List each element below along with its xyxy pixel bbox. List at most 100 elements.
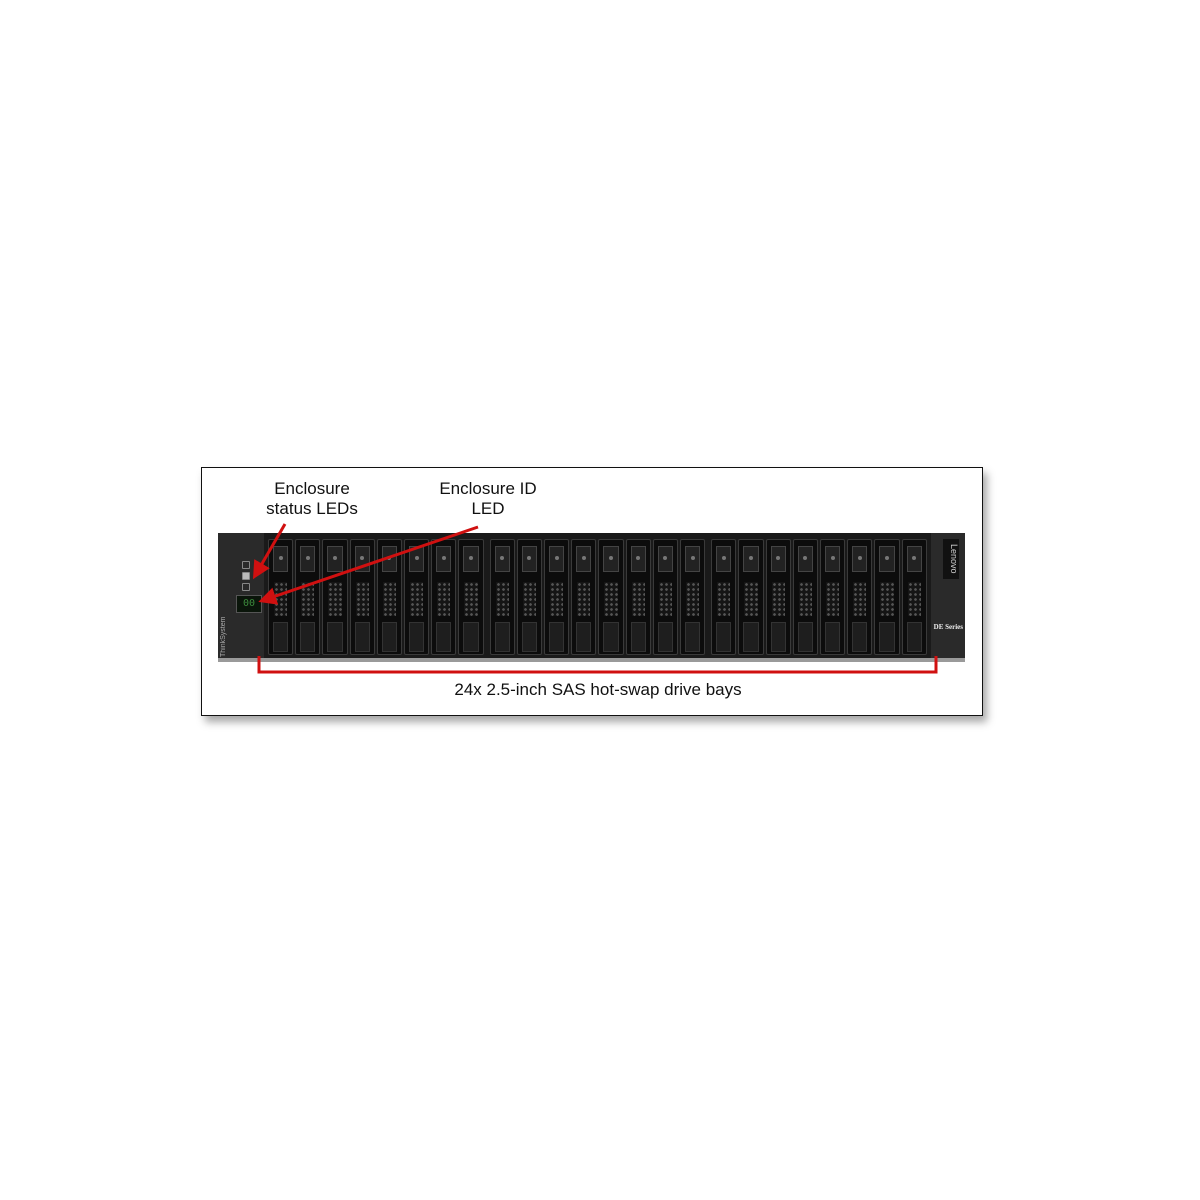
drive-bay	[874, 539, 900, 655]
drive-latch	[436, 546, 452, 572]
drive-handle	[685, 622, 701, 652]
drive-latch	[825, 546, 841, 572]
drive-handle	[906, 622, 922, 652]
drive-handle	[630, 622, 646, 652]
drive-bay	[738, 539, 764, 655]
storage-enclosure: 00 ThinkSystem Lenovo DE Series	[218, 533, 965, 662]
drive-vent	[631, 582, 645, 616]
drive-latch	[576, 546, 592, 572]
drive-latch	[521, 546, 538, 572]
drive-handle	[797, 622, 814, 652]
drive-vent	[658, 582, 673, 616]
led	[242, 572, 250, 580]
series-label: DE Series	[933, 623, 963, 631]
right-ear: Lenovo DE Series	[931, 533, 965, 658]
drive-vent	[495, 582, 509, 616]
lenovo-logo: Lenovo	[943, 539, 959, 579]
drive-bay	[680, 539, 706, 655]
drive-latch	[300, 546, 316, 572]
drive-latch	[716, 546, 732, 572]
drive-vent	[550, 582, 564, 616]
drive-vent	[604, 582, 618, 616]
status-leds	[242, 561, 250, 594]
callout-status-leds: Enclosure status LEDs	[252, 479, 372, 519]
drive-vent	[301, 582, 315, 616]
drive-bay	[625, 539, 651, 655]
drive-vent	[717, 582, 731, 616]
drive-vent	[798, 582, 813, 616]
drive-latch	[685, 546, 701, 572]
drive-handle	[603, 622, 619, 652]
drive-vent	[328, 582, 342, 616]
drive-bay	[711, 539, 737, 655]
drive-vent	[410, 582, 424, 616]
led	[242, 583, 250, 591]
drive-handle	[494, 622, 510, 652]
enclosure-id-display: 00	[236, 595, 262, 613]
drive-vent	[355, 582, 369, 616]
callout-line: Enclosure	[274, 479, 350, 498]
drive-bay	[268, 539, 294, 655]
drive-handle	[521, 622, 538, 652]
drive-bay	[349, 539, 375, 655]
drive-handle	[300, 622, 316, 652]
drive-vent	[577, 582, 591, 616]
left-ear: 00 ThinkSystem	[218, 533, 264, 658]
drive-handle	[852, 622, 868, 652]
drive-handle	[409, 622, 425, 652]
drive-latch	[743, 546, 759, 572]
drive-bay	[404, 539, 430, 655]
drive-latch	[603, 546, 619, 572]
drive-vent	[522, 582, 537, 616]
drive-handle	[327, 622, 343, 652]
drive-bay	[847, 539, 873, 655]
drive-latch	[463, 546, 479, 572]
drive-handle	[879, 622, 895, 652]
drive-vent	[826, 582, 840, 616]
drive-bay	[820, 539, 846, 655]
drive-handle	[770, 622, 786, 652]
drive-bay	[295, 539, 321, 655]
callout-line: Enclosure ID	[439, 479, 537, 498]
drive-latch	[630, 546, 646, 572]
drive-bay	[516, 539, 543, 655]
drive-bay	[571, 539, 597, 655]
drive-latch	[657, 546, 674, 572]
drive-latch	[549, 546, 565, 572]
drive-bay	[431, 539, 457, 655]
drive-vent	[464, 582, 478, 616]
drive-handle	[576, 622, 592, 652]
drive-handle	[549, 622, 565, 652]
drive-bay	[652, 539, 679, 655]
drive-handle	[381, 622, 398, 652]
callout-line: status LEDs	[266, 499, 358, 518]
drive-handle	[463, 622, 479, 652]
drive-vent	[437, 582, 451, 616]
drive-vent	[382, 582, 397, 616]
drive-vent	[853, 582, 867, 616]
led	[242, 561, 250, 569]
drive-bay	[792, 539, 819, 655]
drive-vent	[771, 582, 785, 616]
callout-drive-bays: 24x 2.5-inch SAS hot-swap drive bays	[454, 680, 742, 699]
drive-vent	[744, 582, 758, 616]
arrow-status-leds	[252, 523, 287, 580]
drive-latch	[494, 546, 510, 572]
drive-handle	[273, 622, 289, 652]
drive-vent	[686, 582, 700, 616]
arrow-id-led	[258, 525, 479, 605]
drive-handle	[716, 622, 732, 652]
drive-bay	[322, 539, 348, 655]
drive-bay	[765, 539, 791, 655]
drive-bay	[458, 539, 484, 655]
drive-bays	[268, 539, 927, 655]
drive-handle	[825, 622, 841, 652]
callout-id-led: Enclosure ID LED	[418, 479, 558, 519]
drive-vent	[907, 582, 921, 616]
drive-handle	[657, 622, 674, 652]
drive-latch	[327, 546, 343, 572]
drive-vent	[880, 582, 894, 616]
drive-bay	[544, 539, 570, 655]
drive-latch	[906, 546, 922, 572]
